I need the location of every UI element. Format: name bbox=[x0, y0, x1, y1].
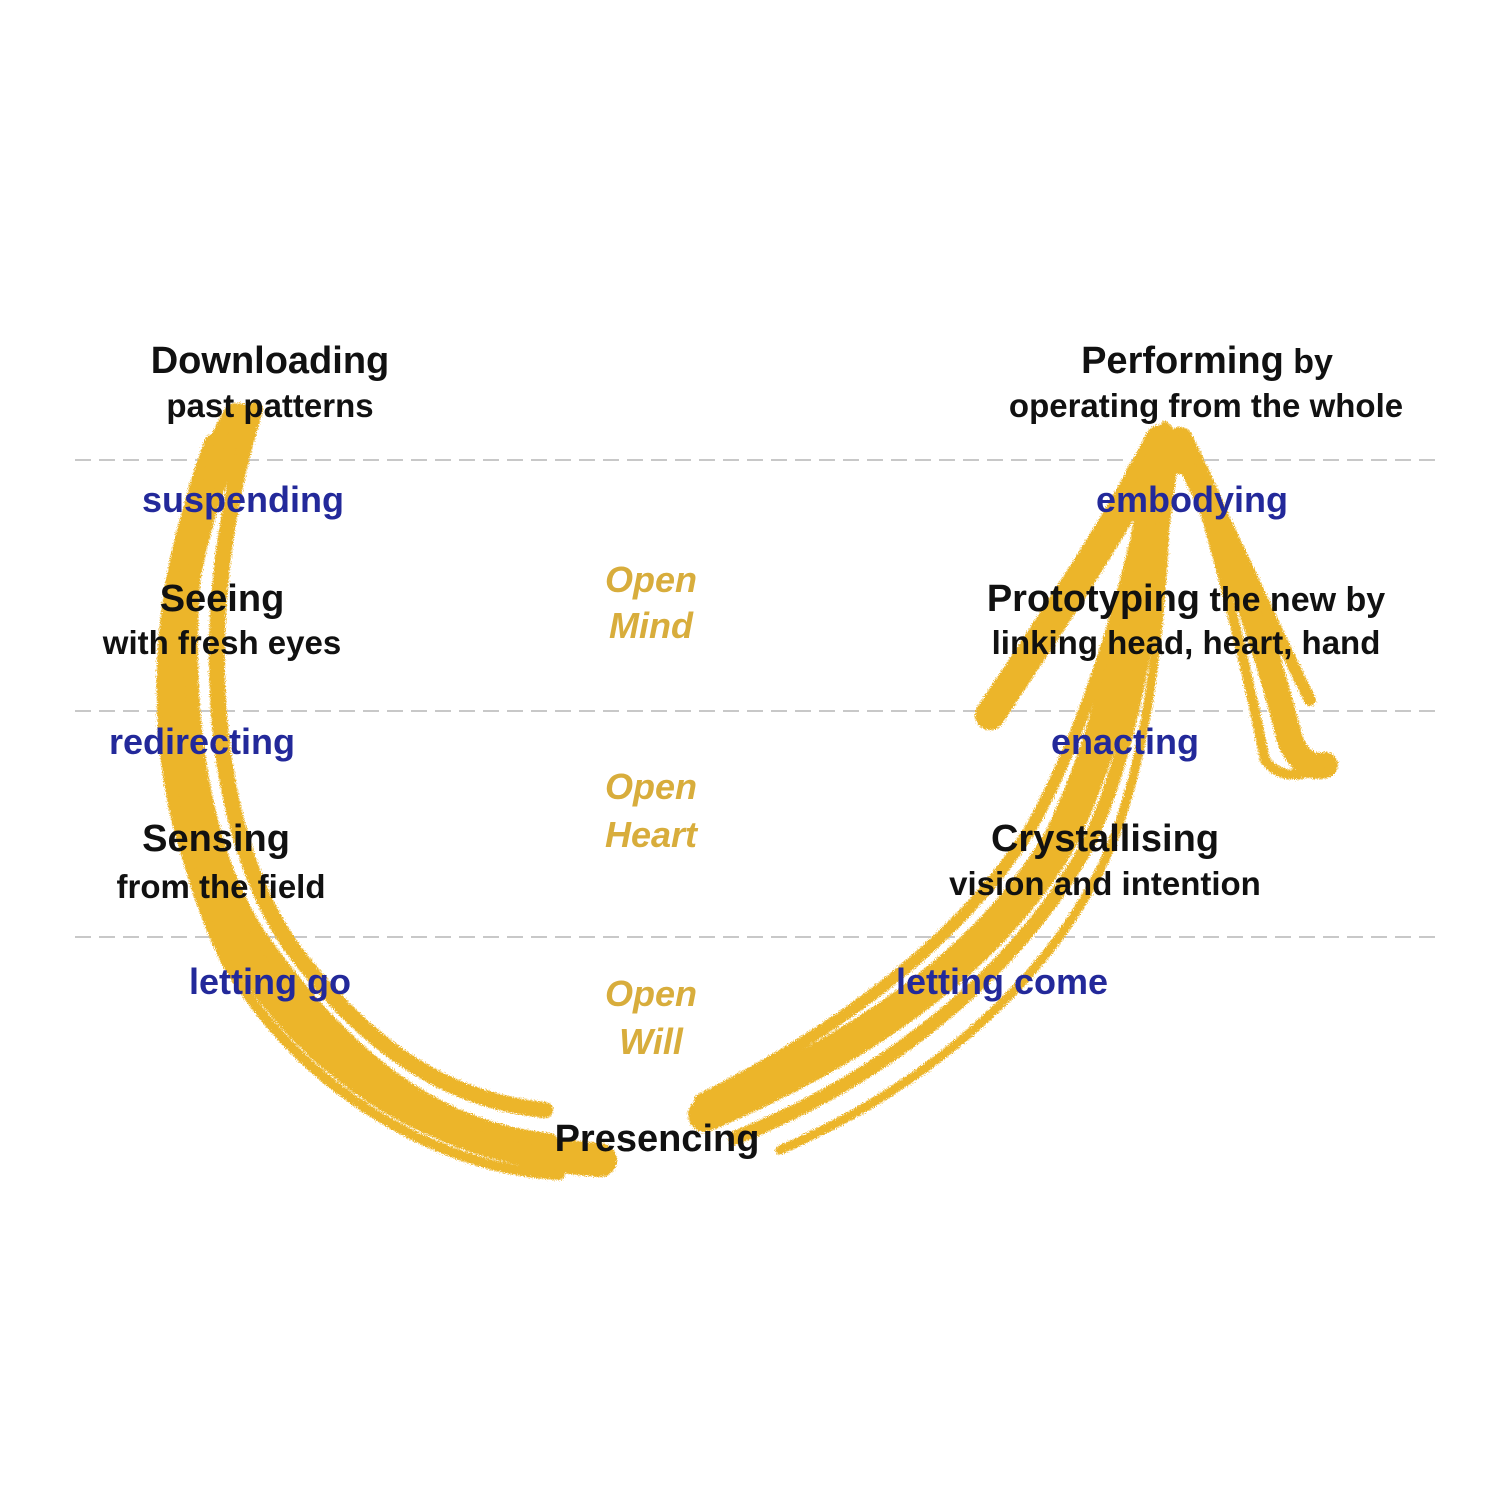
performing-sub: operating from the whole bbox=[1009, 388, 1403, 425]
prototyping-sub: linking head, heart, hand bbox=[992, 625, 1381, 662]
letting-go-label: letting go bbox=[189, 962, 351, 1002]
open-heart-line1: Open bbox=[605, 767, 697, 807]
presencing-label: Presencing bbox=[555, 1118, 760, 1161]
suspending-label: suspending bbox=[142, 480, 344, 520]
open-will-line2: Will bbox=[619, 1022, 683, 1062]
open-mind-line2: Mind bbox=[609, 606, 693, 646]
open-heart-line2: Heart bbox=[605, 815, 697, 855]
open-will-line1: Open bbox=[605, 974, 697, 1014]
open-mind-line1: Open bbox=[605, 560, 697, 600]
embodying-label: embodying bbox=[1096, 480, 1288, 520]
prototyping-title: Prototyping the new by bbox=[987, 578, 1385, 621]
crystallising-sub: vision and intention bbox=[949, 866, 1261, 903]
prototyping-title-suffix: the new by bbox=[1200, 581, 1385, 619]
downloading-sub: past patterns bbox=[166, 388, 373, 425]
performing-title-suffix: by bbox=[1284, 343, 1333, 381]
seeing-sub: with fresh eyes bbox=[103, 625, 341, 662]
downloading-title: Downloading bbox=[151, 340, 390, 383]
enacting-label: enacting bbox=[1051, 722, 1199, 762]
performing-title: Performing by bbox=[1081, 340, 1333, 383]
crystallising-title: Crystallising bbox=[991, 818, 1219, 861]
prototyping-title-main: Prototyping bbox=[987, 578, 1200, 620]
sensing-sub: from the field bbox=[116, 869, 325, 906]
redirecting-label: redirecting bbox=[109, 722, 295, 762]
letting-come-label: letting come bbox=[896, 962, 1108, 1002]
performing-title-main: Performing bbox=[1081, 340, 1284, 382]
sensing-title: Sensing bbox=[142, 818, 290, 861]
u-arrow bbox=[165, 410, 1325, 1175]
seeing-title: Seeing bbox=[160, 578, 285, 621]
